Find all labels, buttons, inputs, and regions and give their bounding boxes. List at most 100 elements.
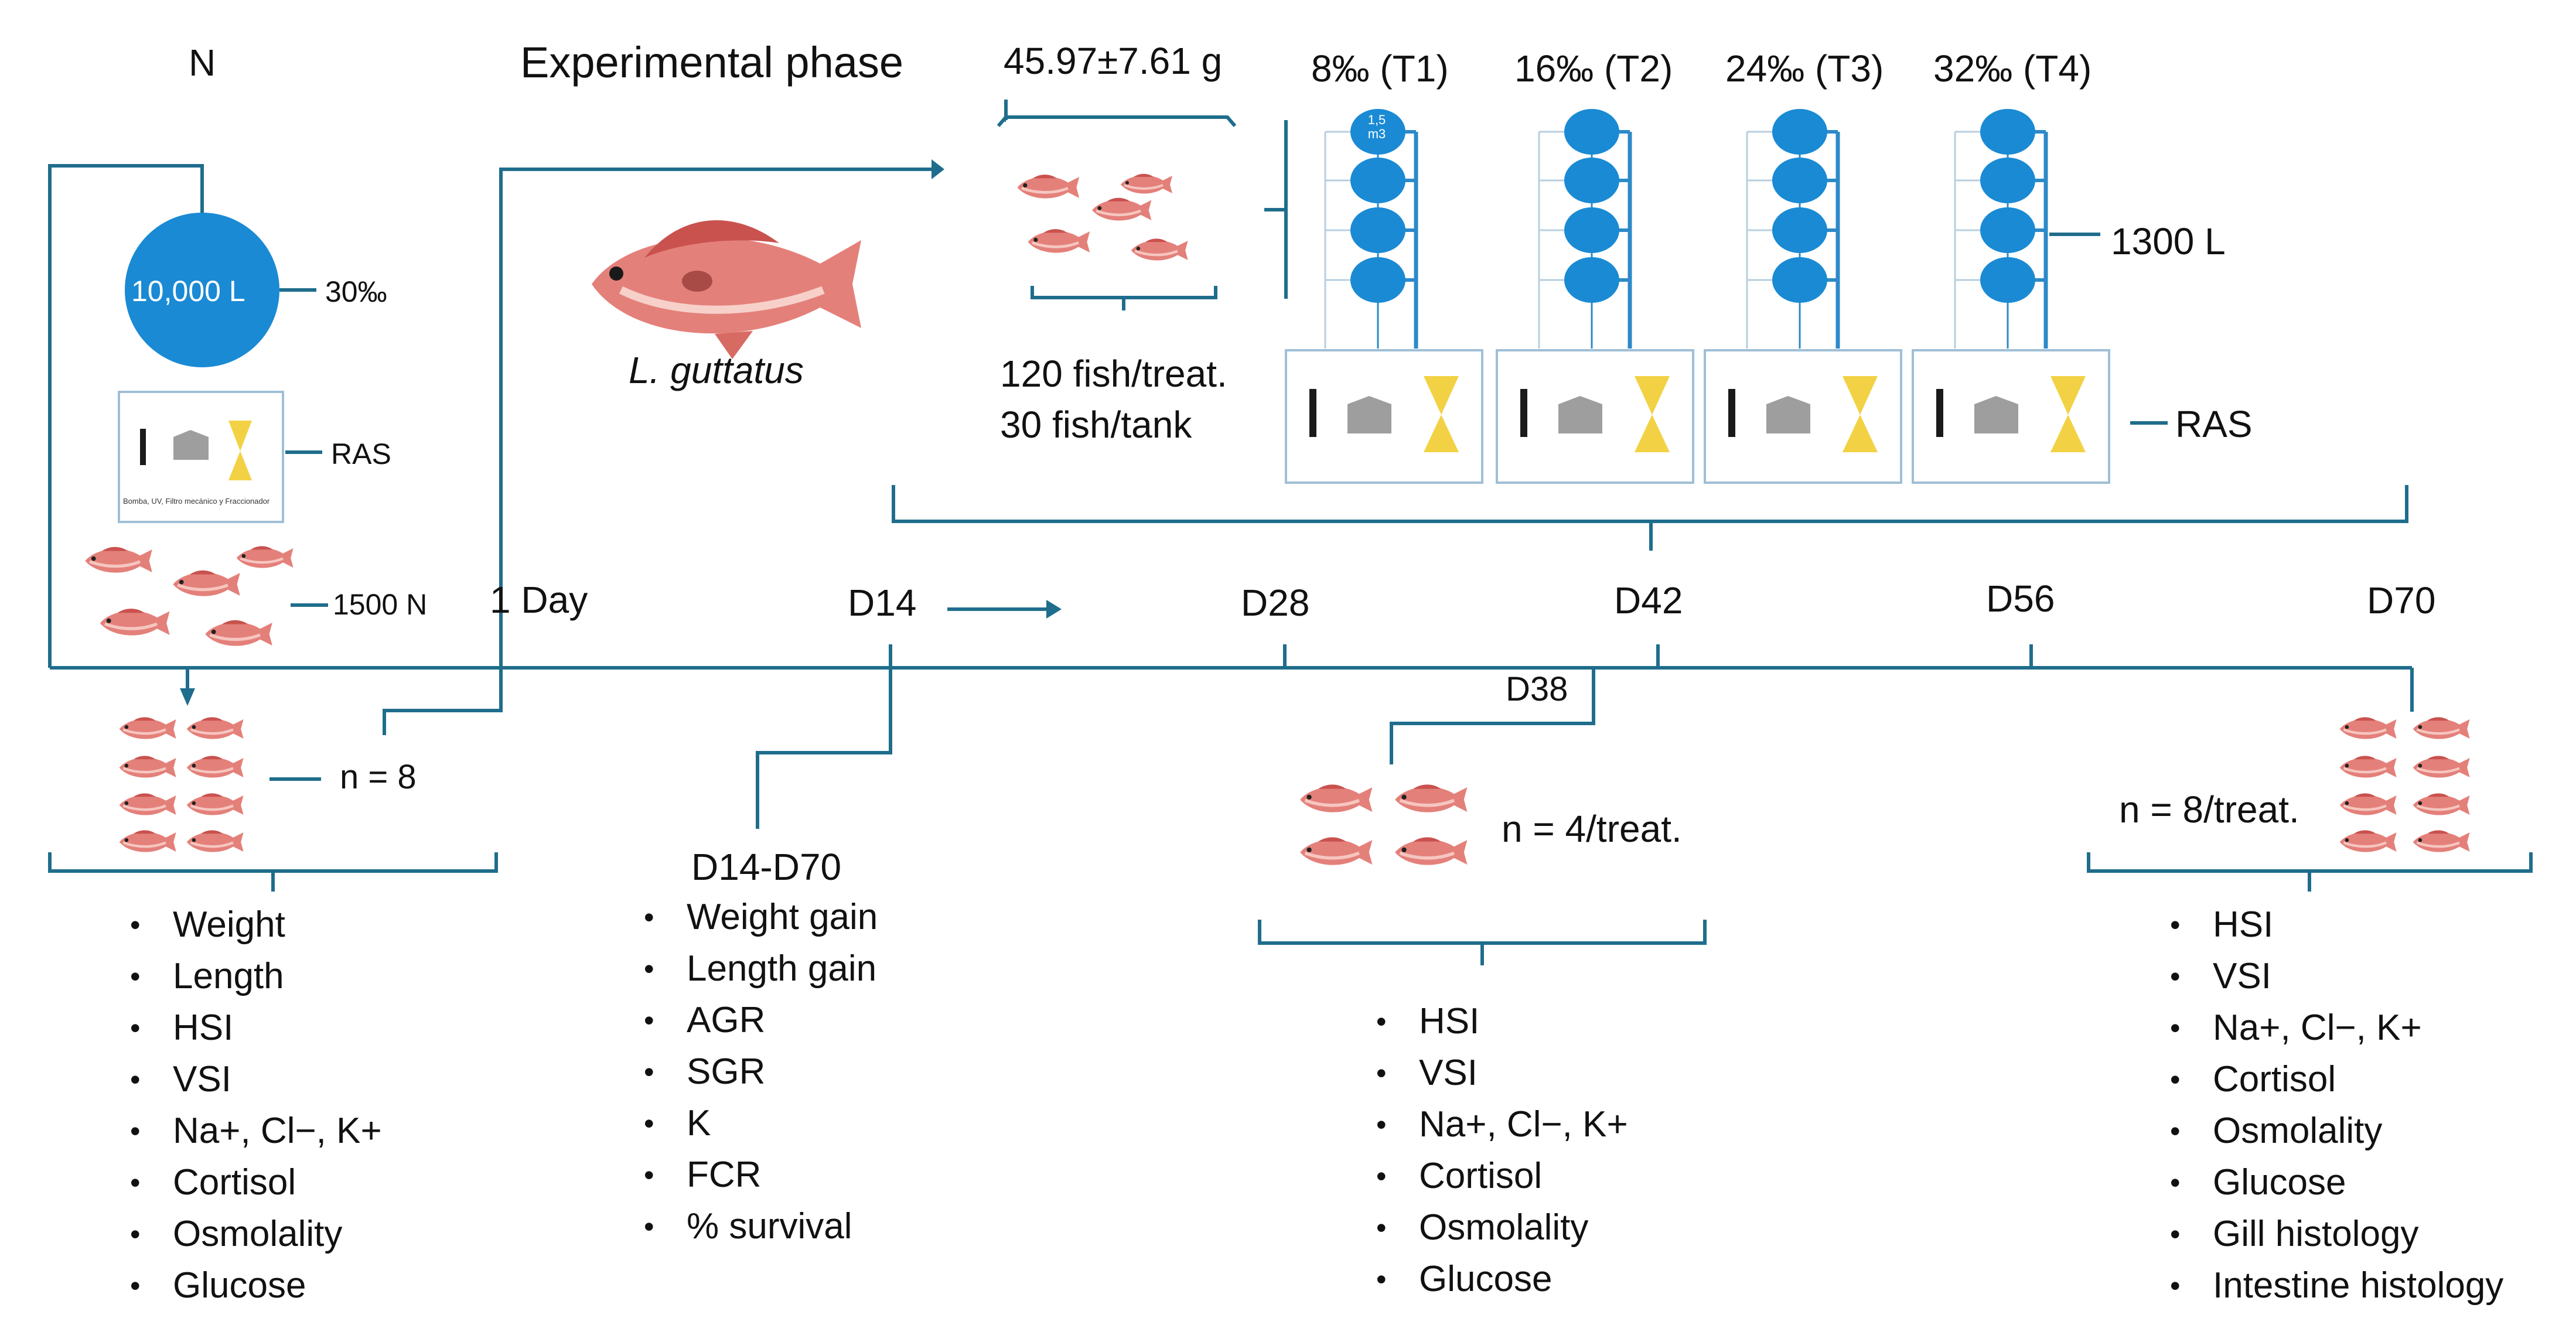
tank-icon	[1564, 158, 1619, 203]
measure-item: Length	[123, 951, 382, 1002]
timeline-d42: D42	[1614, 579, 1683, 622]
hourglass-icon	[2050, 376, 2086, 452]
tank-icon	[1980, 109, 2035, 155]
tank-icon	[1350, 257, 1405, 303]
treatment-t1-label: 8‰ (T1)	[1311, 47, 1449, 90]
measure-item: Cortisol	[1369, 1150, 1628, 1202]
uv-lamp-icon	[1936, 389, 1943, 437]
fish-icon	[2340, 830, 2397, 852]
measure-item: Osmolality	[1369, 1202, 1628, 1254]
fish-icon	[120, 756, 176, 777]
fish-icon	[187, 793, 244, 815]
acclimation-salinity: 30‰	[325, 275, 387, 308]
d70-sample-n: n = 8/treat.	[2119, 788, 2299, 831]
fish-per-treatment-label: 120 fish/treat.	[1000, 353, 1227, 395]
measure-item: VSI	[1369, 1047, 1628, 1099]
treatment-column-2	[1496, 109, 1694, 484]
fish-icon	[1028, 229, 1090, 253]
fish-icon	[1395, 837, 1467, 865]
arrows	[180, 159, 1062, 706]
timeline-d14: D14	[848, 582, 917, 624]
acclimation-tank	[125, 213, 279, 367]
timeline-day-1: 1 Day	[490, 579, 588, 621]
treatment-column-3	[1704, 109, 1902, 484]
acclimation-ras-label: RAS	[331, 438, 391, 470]
fish-icon	[120, 830, 176, 852]
measure-item: Length gain	[637, 943, 878, 995]
measure-item: Weight	[123, 899, 382, 951]
d70-measures-list: HSIVSINa+, Cl−, K+CortisolOsmolalityGluc…	[2163, 899, 2503, 1312]
measure-item: HSI	[2163, 899, 2503, 951]
fish-icon	[1300, 784, 1372, 812]
acclimation-header: N	[189, 42, 216, 84]
measure-item: Gill histology	[2163, 1208, 2503, 1260]
fish-icon	[2413, 756, 2470, 777]
filter-icon	[1558, 396, 1602, 433]
tank-icon	[1350, 207, 1405, 253]
treatment-column-4	[1912, 109, 2110, 484]
uv-lamp-icon	[1309, 389, 1316, 437]
small-tank-label: 1,5 m3	[1367, 112, 1386, 142]
fish-icon	[1131, 238, 1188, 260]
acclimation-ras-box	[118, 391, 284, 523]
d38-sample-n: n = 4/treat.	[1502, 808, 1682, 850]
fish-groups	[85, 172, 2470, 865]
brackets	[48, 105, 2533, 965]
uv-lamp-icon	[1728, 389, 1735, 437]
acclimation-measures-list: WeightLengthHSIVSINa+, Cl−, K+CortisolOs…	[123, 899, 382, 1312]
filter-icon	[1766, 396, 1810, 433]
measure-item: K	[637, 1098, 878, 1149]
measure-item: Na+, Cl−, K+	[123, 1105, 382, 1157]
measure-item: VSI	[123, 1054, 382, 1105]
tank-icon	[1980, 207, 2035, 253]
experimental-ras-label: RAS	[2175, 403, 2253, 445]
timeline-d38: D38	[1506, 670, 1568, 708]
timeline-d70: D70	[2367, 579, 2436, 622]
acclimation-tank-volume: 10,000 L	[131, 275, 245, 308]
fish-icon	[1092, 198, 1151, 221]
treatment-column-1	[1285, 109, 1483, 484]
acclimation-fish-count: 1500 N	[333, 588, 428, 621]
hourglass-icon	[1424, 376, 1459, 452]
measure-item: Osmolality	[2163, 1105, 2503, 1157]
fish-icon	[2340, 717, 2397, 739]
treatment-t2-label: 16‰ (T2)	[1514, 47, 1673, 90]
measure-item: SGR	[637, 1046, 878, 1098]
initial-weight-label: 45.97±7.61 g	[1004, 40, 1223, 82]
fish-per-tank-label: 30 fish/tank	[1000, 404, 1192, 446]
tank-icon	[1772, 109, 1827, 155]
acclimation-ras-caption: Bomba, UV, Filtro mecánico y Fraccionado…	[123, 497, 270, 506]
fish-icon	[120, 717, 176, 739]
tank-icon	[1350, 109, 1405, 155]
measure-item: Na+, Cl−, K+	[2163, 1002, 2503, 1054]
tank-icon	[1772, 207, 1827, 253]
tank-volume-label: 1300 L	[2111, 220, 2226, 262]
measure-item: Cortisol	[123, 1157, 382, 1208]
measure-item: Weight gain	[637, 892, 878, 943]
measure-item: FCR	[637, 1149, 878, 1201]
treatment-t4-label: 32‰ (T4)	[1933, 47, 2092, 90]
tank-icon	[1350, 158, 1405, 203]
fish-icon	[237, 546, 294, 568]
tank-icon	[1564, 109, 1619, 155]
tank-icon	[1564, 257, 1619, 303]
uv-lamp-icon	[1520, 389, 1527, 437]
fish-icon	[120, 793, 176, 815]
experimental-phase-title: Experimental phase	[520, 38, 904, 87]
hourglass-icon	[1843, 376, 1878, 452]
measure-item: Glucose	[123, 1260, 382, 1312]
fish-icon	[205, 620, 272, 646]
fish-icon	[2413, 793, 2470, 815]
filter-icon	[1347, 396, 1391, 433]
filter-icon	[1974, 396, 2018, 433]
measure-item: Glucose	[2163, 1157, 2503, 1208]
hourglass-icon	[1635, 376, 1670, 452]
growth-measures-list: Weight gainLength gainAGRSGRKFCR% surviv…	[637, 892, 878, 1252]
fish-icon	[2413, 717, 2470, 739]
tank-icon	[1980, 257, 2035, 303]
fish-icon	[2413, 830, 2470, 852]
measure-item: VSI	[2163, 951, 2503, 1002]
fish-icon	[1395, 784, 1467, 812]
